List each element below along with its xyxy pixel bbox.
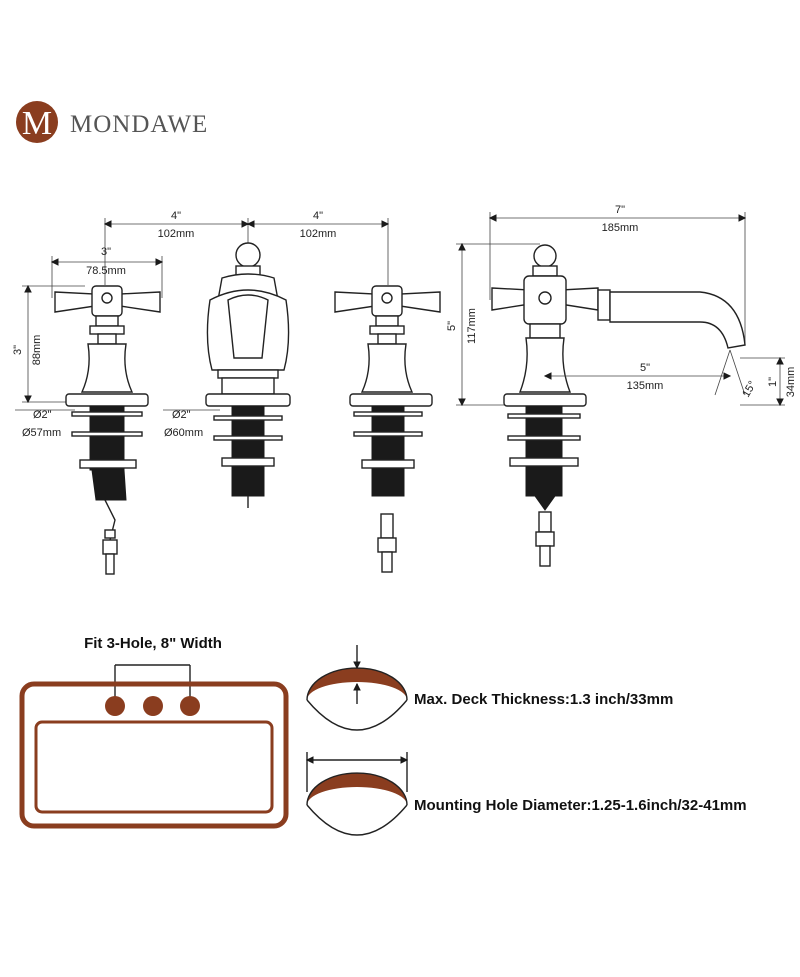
spout-base-mm: Ø60mm: [164, 427, 203, 439]
mounting-hole-diagram: Mounting Hole Diameter:1.25-1.6inch/32-4…: [305, 752, 747, 836]
fit-label: Fit 3-Hole, 8" Width: [84, 635, 222, 652]
spout-angle: 15°: [740, 379, 759, 399]
total-height-mm: 117mm: [466, 308, 478, 344]
deck-thickness-label: Max. Deck Thickness:1.3 inch/33mm: [414, 691, 673, 708]
spacing-left-in: 4": [171, 210, 181, 222]
deck-thickness-diagram: Max. Deck Thickness:1.3 inch/33mm: [306, 645, 673, 731]
spout-base-in: Ø2": [172, 409, 191, 421]
deck-ring-icon: [307, 668, 407, 700]
logo-letter: M: [22, 105, 52, 142]
hole-right-icon: [180, 696, 200, 716]
handle-width-mm: 78.5mm: [86, 265, 126, 277]
reach-in: 5": [640, 362, 650, 374]
logo-circle-icon: [16, 101, 58, 143]
mounting-hole-label: Mounting Hole Diameter:1.25-1.6inch/32-4…: [414, 797, 747, 814]
spout-height-mm: 34mm: [785, 367, 797, 398]
handle-base-mm: Ø57mm: [22, 427, 61, 439]
reach-mm: 135mm: [627, 380, 664, 392]
spacing-dimensions: 4" 102mm 4" 102mm: [103, 210, 390, 285]
right-handle-view: [334, 285, 441, 573]
brand-name: MONDAWE: [70, 111, 208, 138]
sink-basin: [34, 720, 274, 814]
spacing-right-mm: 102mm: [300, 228, 337, 240]
hole-center-icon: [143, 696, 163, 716]
hole-left-icon: [105, 696, 125, 716]
spout-front-view: Ø2" Ø60mm: [163, 242, 291, 508]
spacing-right-in: 4": [313, 210, 323, 222]
brand-logo: M MONDAWE: [16, 101, 208, 143]
side-view: 7" 185mm 5" 117mm 5" 135mm: [446, 204, 797, 567]
total-height-in: 5": [446, 321, 458, 331]
spacing-left-mm: 102mm: [158, 228, 195, 240]
handle-height-mm: 88mm: [31, 335, 43, 366]
handle-height-in: 3": [12, 345, 24, 355]
sink-outline: [19, 681, 289, 829]
handle-width-in: 3": [101, 246, 111, 258]
sink-hole-diagram: Fit 3-Hole, 8" Width: [19, 635, 289, 829]
handle-base-in: Ø2": [33, 409, 52, 421]
spout-length-mm: 185mm: [602, 222, 639, 234]
left-handle-view: 3" 78.5mm 3" 88mm Ø2" Ø57mm: [12, 246, 164, 575]
spout-height-in: 1": [767, 377, 779, 387]
mounting-ring-icon: [307, 773, 407, 805]
spout-length-in: 7": [615, 204, 625, 216]
